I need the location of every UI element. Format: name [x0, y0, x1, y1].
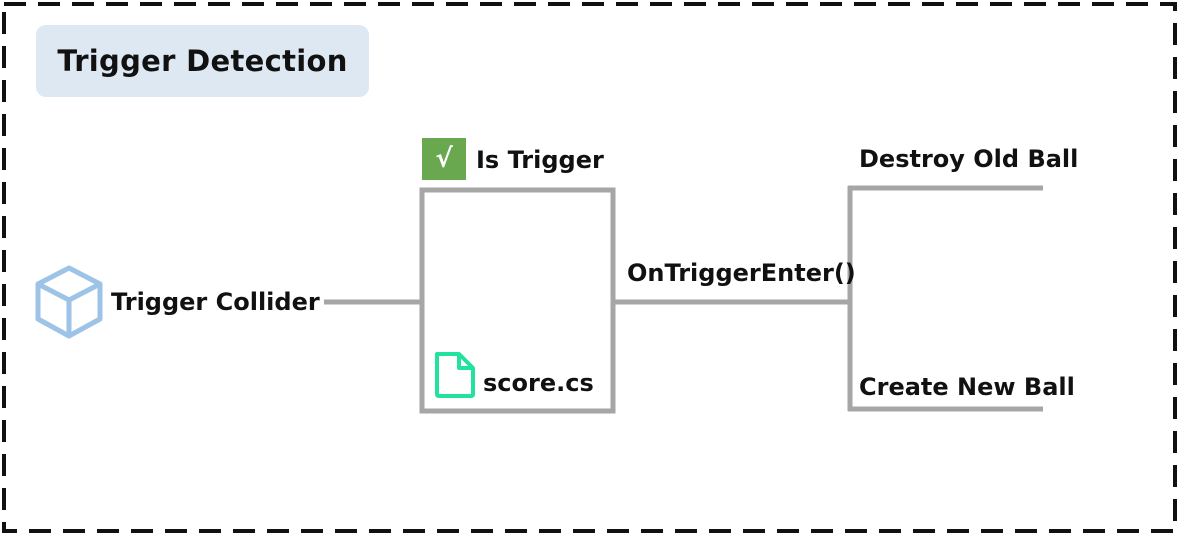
is-trigger-label: Is Trigger	[476, 146, 604, 174]
check-mark-icon: √	[435, 144, 453, 174]
trigger-collider-label: Trigger Collider	[111, 288, 320, 316]
cube-icon	[35, 265, 103, 339]
title-box: Trigger Detection	[36, 25, 369, 97]
diagram-title: Trigger Detection	[57, 44, 348, 78]
script-file-icon	[435, 352, 475, 398]
destroy-old-ball-label: Destroy Old Ball	[859, 145, 1079, 173]
script-file-label: score.cs	[483, 369, 594, 397]
create-new-ball-label: Create New Ball	[859, 373, 1075, 401]
is-trigger-checkbox[interactable]: √	[422, 138, 466, 180]
on-trigger-enter-label: OnTriggerEnter()	[627, 259, 856, 287]
